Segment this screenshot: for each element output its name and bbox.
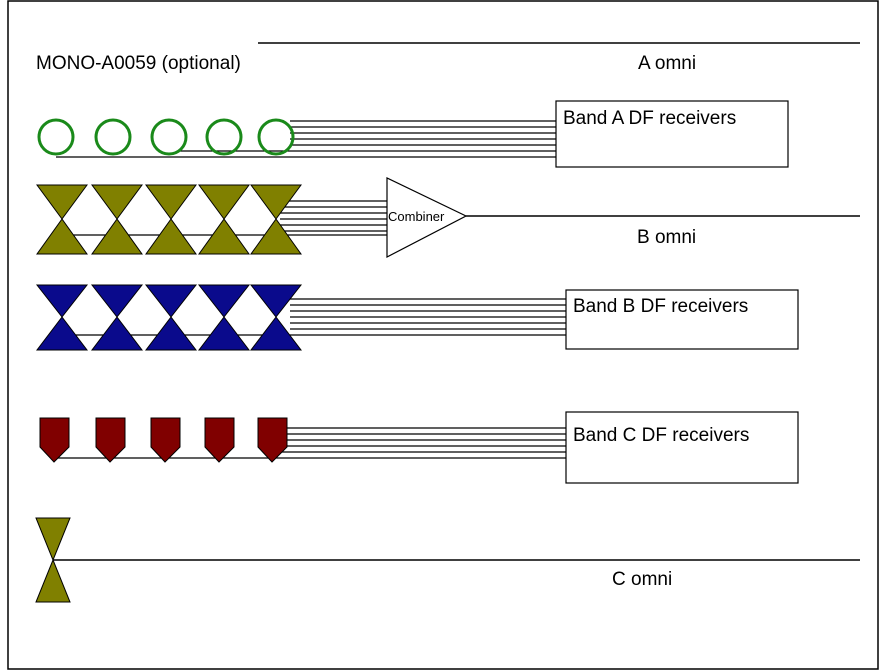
band-b-receivers-label: Band B DF receivers — [573, 296, 748, 317]
ring-antenna-icon — [150, 118, 188, 156]
bowtie-antenna-icon — [35, 284, 89, 351]
band-a-receivers-box — [555, 100, 789, 168]
ring-antenna-icon — [94, 118, 132, 156]
ring-antenna-icon — [37, 118, 75, 156]
band-a-group: Band A DF receivers — [37, 100, 789, 168]
combiner-triangle — [386, 177, 468, 258]
band-a-receivers-label: Band A DF receivers — [563, 108, 736, 129]
bowtie-antenna-icon — [145, 184, 197, 255]
c-omni-label: C omni — [612, 569, 672, 590]
bowtie-antenna-icon — [144, 284, 198, 351]
b-omni-label: B omni — [637, 227, 696, 248]
bowtie-antenna-icon — [197, 284, 251, 351]
band-c-group: Band C DF receivers — [39, 411, 799, 484]
band-b-receivers-box — [565, 289, 799, 350]
ring-antenna-icon — [257, 118, 295, 156]
bowtie-antenna-icon — [91, 184, 143, 255]
bowtie-antenna-icon — [249, 284, 303, 351]
band-c-receivers-box — [565, 411, 799, 484]
band-b-group: Band B DF receivers — [35, 284, 799, 351]
ring-antenna-icon — [205, 118, 243, 156]
combiner-label: Combiner — [388, 209, 445, 224]
bowtie-antenna-icon — [90, 284, 144, 351]
bowtie-antenna-icon — [250, 184, 302, 255]
pentagon-antenna-icon — [150, 417, 181, 463]
band-c-receivers-label: Band C DF receivers — [573, 425, 749, 446]
diagram-title: MONO-A0059 (optional) — [36, 53, 241, 74]
bowtie-antenna-icon — [36, 184, 88, 255]
c-omni-group: C omni — [35, 517, 860, 603]
pentagon-antenna-icon — [204, 417, 235, 463]
a-omni-label: A omni — [638, 53, 696, 74]
pentagon-antenna-icon — [95, 417, 126, 463]
pentagon-antenna-icon — [257, 417, 288, 463]
pentagon-antenna-icon — [39, 417, 70, 463]
bowtie-antenna-icon — [198, 184, 250, 255]
band-b-omni-group: Combiner B omni — [36, 177, 860, 258]
